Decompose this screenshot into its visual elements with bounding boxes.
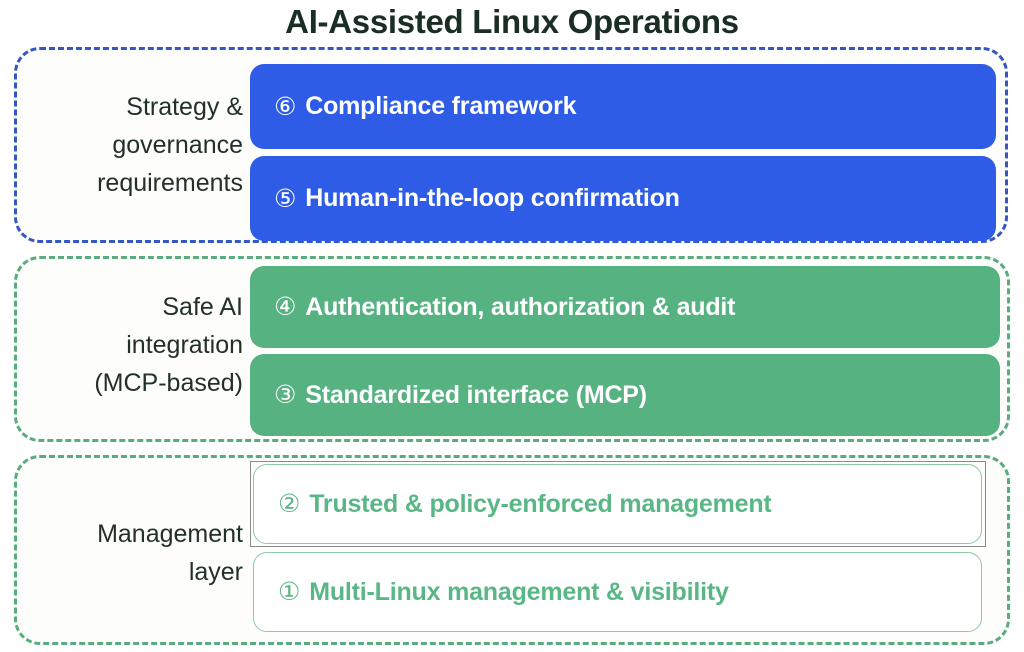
item-trusted-policy-enforced-management[interactable]: ② Trusted & policy-enforced management xyxy=(253,464,982,544)
item-label-multi-linux-management-visibility: Multi-Linux management & visibility xyxy=(309,577,729,606)
item-authentication-authorization-audit[interactable]: ④ Authentication, authorization & audit xyxy=(250,266,1000,348)
item-label-compliance-framework: Compliance framework xyxy=(305,92,577,120)
item-label-human-in-the-loop-confirmation: Human-in-the-loop confirmation xyxy=(305,184,680,212)
item-label-trusted-policy-enforced-management: Trusted & policy-enforced management xyxy=(309,489,772,518)
item-number-6: ⑥ xyxy=(274,92,297,121)
item-number-2: ② xyxy=(278,490,301,518)
item-label-standardized-interface-mcp: Standardized interface (MCP) xyxy=(305,380,647,409)
group-label-safe-ai-integration: Safe AI integration (MCP-based) xyxy=(94,293,243,397)
item-standardized-interface-mcp[interactable]: ③ Standardized interface (MCP) xyxy=(250,354,1000,436)
item-number-3: ③ xyxy=(274,381,297,409)
item-compliance-framework[interactable]: ⑥ Compliance framework xyxy=(250,64,996,149)
item-human-in-the-loop-confirmation[interactable]: ⑤ Human-in-the-loop confirmation xyxy=(250,156,996,241)
group-label-management-layer: Management layer xyxy=(97,520,243,586)
group-label-strategy-governance: Strategy & governance requirements xyxy=(97,93,243,197)
item-label-authentication-authorization-audit: Authentication, authorization & audit xyxy=(305,292,736,321)
item-number-1: ① xyxy=(278,578,301,606)
item-number-4: ④ xyxy=(274,293,297,321)
item-multi-linux-management-visibility[interactable]: ① Multi-Linux management & visibility xyxy=(253,552,982,632)
item-number-5: ⑤ xyxy=(274,184,297,213)
page-title: AI-Assisted Linux Operations xyxy=(285,3,739,40)
